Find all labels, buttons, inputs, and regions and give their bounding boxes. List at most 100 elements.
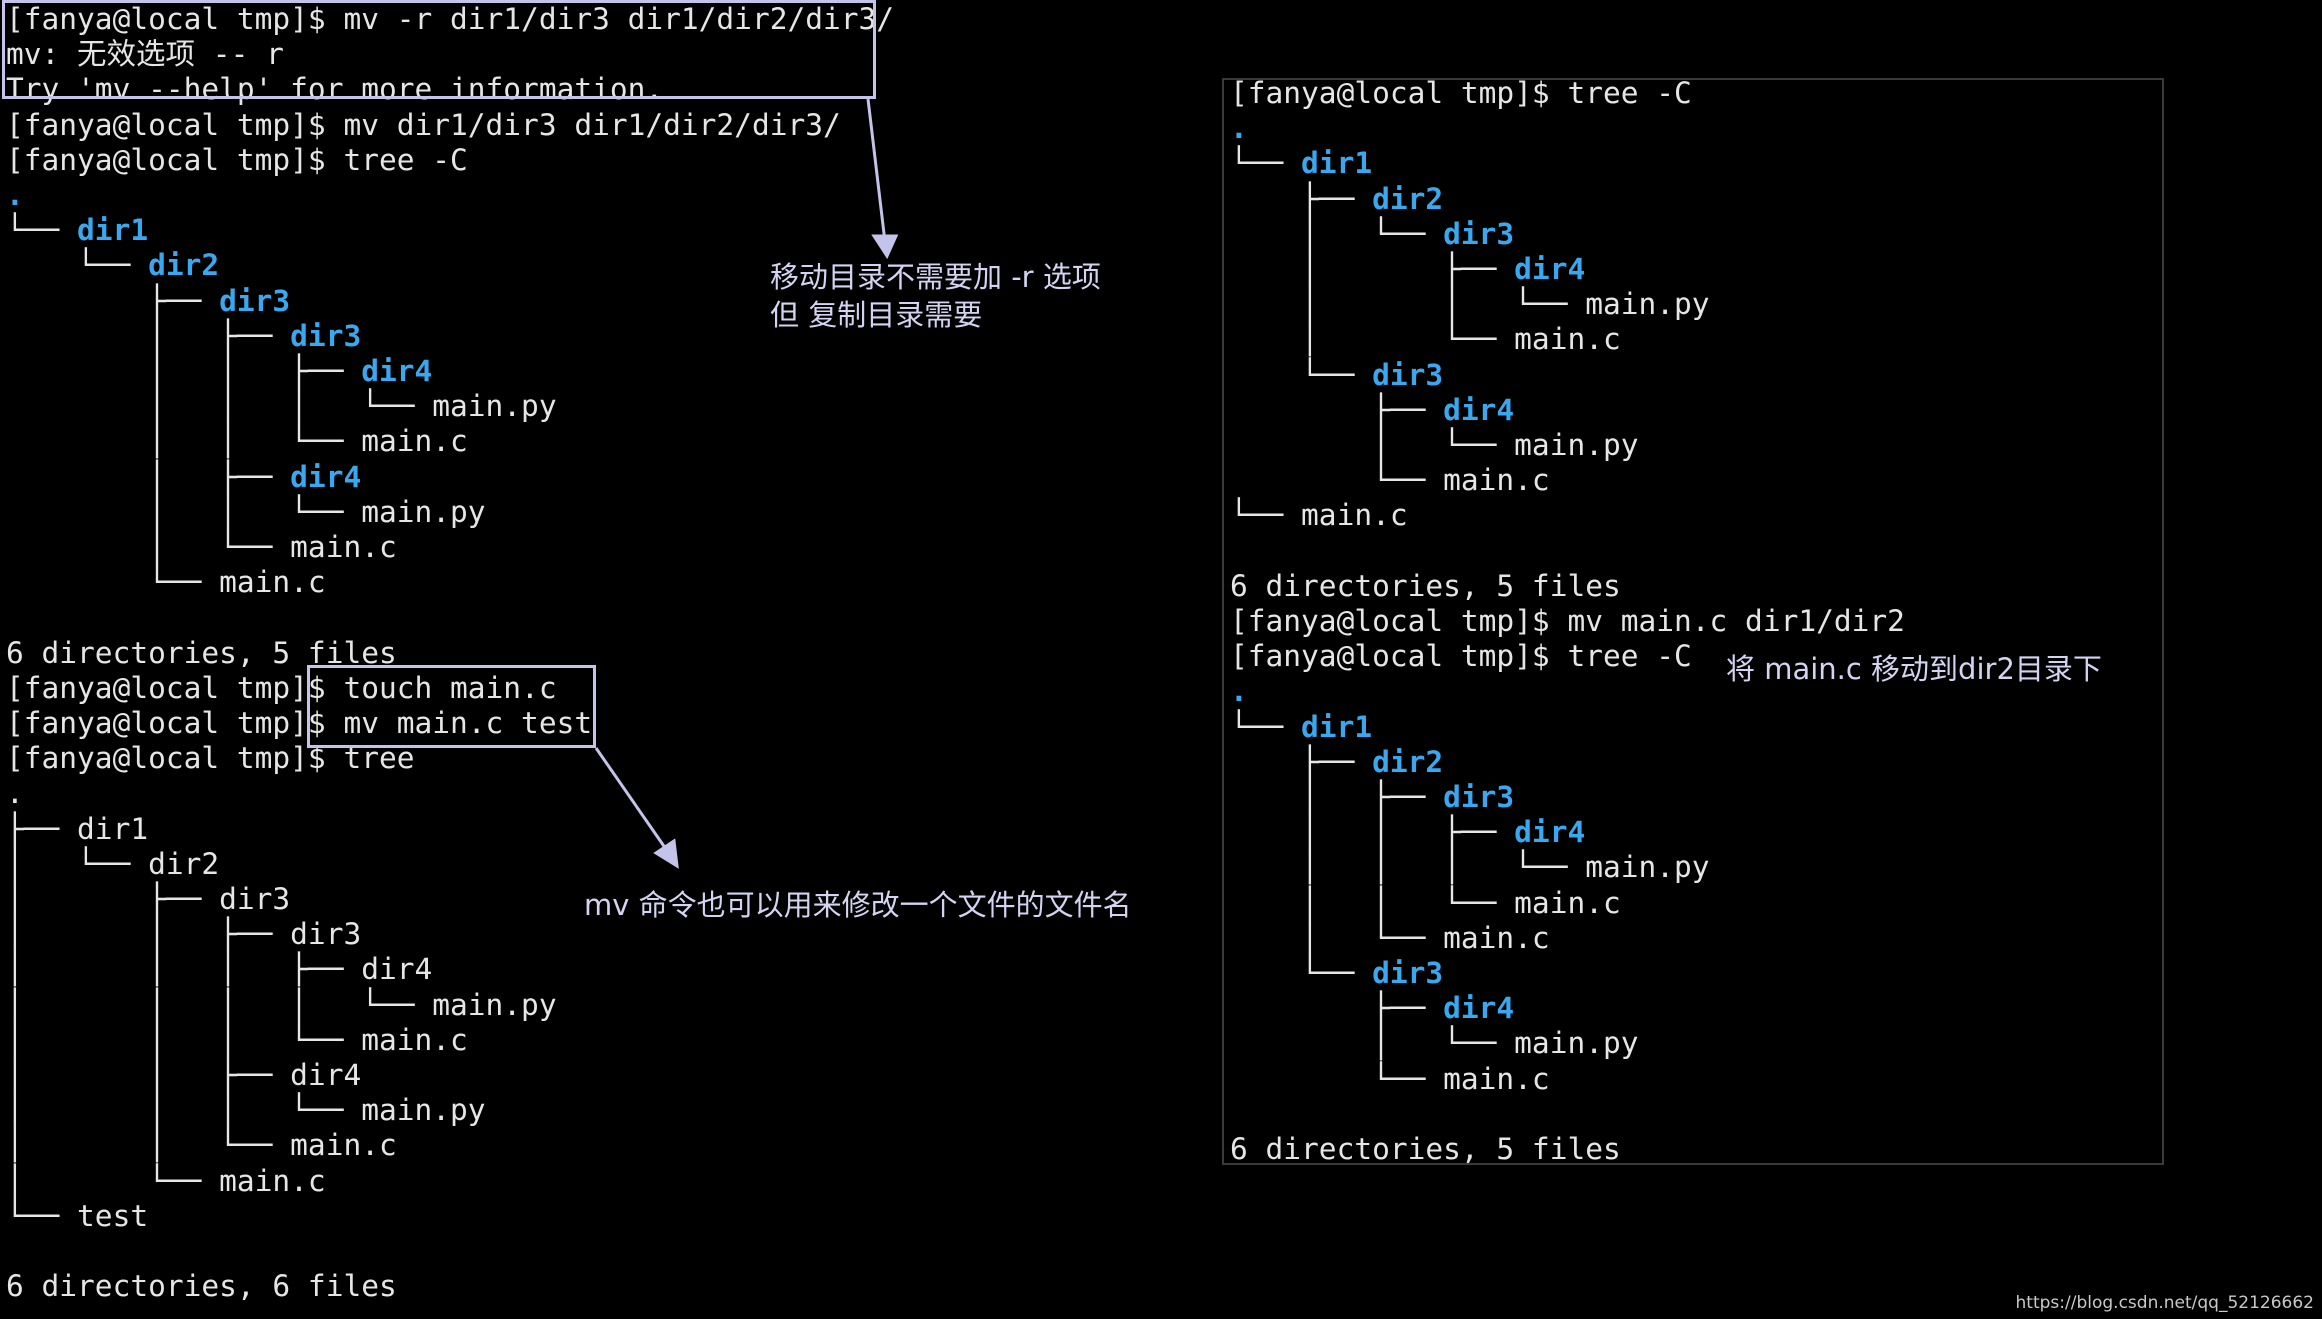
terminal-text: └── xyxy=(1230,709,1302,744)
terminal-text: │ │ └── main.c xyxy=(1230,885,1621,920)
terminal-text: Try 'mv --help' for more information. xyxy=(6,72,664,107)
terminal-text: │ ├── xyxy=(6,318,291,353)
terminal-text: │ │ ├── dir4 xyxy=(6,1058,362,1092)
terminal-text: │ │ └── main.c xyxy=(6,1128,397,1163)
terminal-text: │ └── main.c xyxy=(6,1163,326,1198)
directory-name: dir4 xyxy=(1514,252,1586,286)
terminal-text: │ └── dir2 xyxy=(6,846,220,881)
terminal-text: └── main.c xyxy=(1230,463,1550,498)
annotation-move-main-c: 将 main.c 移动到dir2目录下 xyxy=(1726,652,2102,686)
terminal-line: └── dir3 xyxy=(1230,358,1443,393)
terminal-text: [fanya@local tmp]$ touch main.c xyxy=(6,670,557,705)
terminal-line: └── main.c xyxy=(1230,1062,1550,1097)
directory-name: dir2 xyxy=(1372,744,1444,779)
terminal-text: [fanya@local tmp]$ tree -C xyxy=(1230,76,1692,110)
terminal-text: [fanya@local tmp]$ mv -r dir1/dir3 dir1/… xyxy=(6,2,895,36)
directory-name: dir1 xyxy=(77,213,149,248)
terminal-line: [fanya@local tmp]$ mv dir1/dir3 dir1/dir… xyxy=(6,108,841,143)
terminal-line: │ └── dir2 xyxy=(6,847,219,882)
annotation-move-no-r-line2: 但 复制目录需要 xyxy=(770,298,983,332)
terminal-line: └── main.c xyxy=(1230,463,1550,498)
directory-name: dir2 xyxy=(1372,181,1444,216)
terminal-line: . xyxy=(1230,674,1248,709)
terminal-text: │ │ ├── xyxy=(6,354,362,388)
directory-name: dir1 xyxy=(1301,709,1373,744)
annotation-rename: mv 命令也可以用来修改一个文件的文件名 xyxy=(584,888,1132,922)
directory-name: dir3 xyxy=(1443,780,1515,814)
terminal-line: └── dir2 xyxy=(6,248,219,283)
directory-name: dir1 xyxy=(1301,146,1373,181)
terminal-line: └── main.c xyxy=(1230,498,1408,533)
terminal-text: mv: 无效选项 -- r xyxy=(6,37,284,72)
terminal-line: 6 directories, 5 files xyxy=(1230,1132,1621,1167)
terminal-line: ├── dir2 xyxy=(1230,745,1443,780)
terminal-text: │ ├── xyxy=(6,459,291,494)
terminal-text: ├── xyxy=(1230,181,1373,216)
directory-name: dir4 xyxy=(290,459,362,494)
terminal-line: │ └── main.py xyxy=(1230,428,1639,463)
terminal-line: │ └── main.c xyxy=(6,1164,326,1199)
directory-name: dir4 xyxy=(1443,392,1515,427)
terminal-line: └── test xyxy=(6,1199,148,1234)
terminal-line: 6 directories, 5 files xyxy=(1230,569,1621,604)
directory-name: . xyxy=(6,178,24,212)
terminal-text: │ ├── dir3 xyxy=(6,882,291,916)
terminal-line: │ └── main.c xyxy=(6,530,397,565)
terminal-text: └── main.c xyxy=(1230,1061,1550,1096)
terminal-text: [fanya@local tmp]$ tree -C xyxy=(6,142,468,177)
terminal-line: │ │ └── main.py xyxy=(1230,287,1710,322)
terminal-line: [fanya@local tmp]$ touch main.c xyxy=(6,671,557,706)
terminal-text: │ └── main.py xyxy=(1230,428,1639,462)
terminal-text: [fanya@local tmp]$ mv main.c dir1/dir2 xyxy=(1230,604,1905,638)
terminal-text: │ │ │ └── main.py xyxy=(6,1093,486,1128)
terminal-line: ├── dir4 xyxy=(1230,991,1514,1026)
terminal-line: │ │ │ └── main.py xyxy=(6,389,557,424)
terminal-line: │ └── dir3 xyxy=(1230,217,1514,252)
terminal-line: [fanya@local tmp]$ mv main.c test xyxy=(6,706,592,741)
directory-name: dir4 xyxy=(361,354,433,388)
terminal-line: │ │ └── main.c xyxy=(6,1128,397,1163)
terminal-line: │ │ ├── dir3 xyxy=(6,917,361,952)
terminal-text: │ │ ├── dir3 xyxy=(6,917,362,952)
terminal-text: [fanya@local tmp]$ tree -C xyxy=(1230,639,1692,674)
terminal-text: │ │ │ └── main.py xyxy=(6,389,557,424)
terminal-text: 6 directories, 5 files xyxy=(1230,568,1621,603)
terminal-line: ├── dir2 xyxy=(1230,182,1443,217)
terminal-text: │ │ └── main.py xyxy=(1230,287,1710,322)
terminal-line: │ │ └── main.py xyxy=(6,495,485,530)
directory-name: dir2 xyxy=(148,248,220,283)
terminal-line: . xyxy=(6,776,24,811)
annotation-move-no-r-line1: 移动目录不需要加 -r 选项 xyxy=(770,260,1101,294)
terminal-line: └── dir1 xyxy=(1230,710,1372,745)
terminal-text: . xyxy=(6,776,24,811)
terminal-text: └── main.c xyxy=(6,565,326,600)
right-terminal-panel xyxy=(1222,78,2164,1165)
directory-name: dir3 xyxy=(1443,216,1515,251)
directory-name: dir3 xyxy=(290,318,362,353)
watermark: https://blog.csdn.net/qq_52126662 xyxy=(2015,1293,2314,1313)
terminal-text: 6 directories, 6 files xyxy=(6,1269,397,1304)
terminal-line: mv: 无效选项 -- r xyxy=(6,37,284,72)
terminal-line: [fanya@local tmp]$ tree -C xyxy=(1230,76,1692,111)
terminal-line: 6 directories, 6 files xyxy=(6,1269,397,1304)
directory-name: dir3 xyxy=(1372,956,1444,990)
terminal-line: [fanya@local tmp]$ mv -r dir1/dir3 dir1/… xyxy=(6,2,894,37)
directory-name: dir4 xyxy=(1514,815,1586,850)
terminal-text: │ │ │ │ └── main.py xyxy=(6,987,557,1022)
terminal-line: │ │ │ └── main.c xyxy=(6,1023,468,1058)
directory-name: . xyxy=(1230,674,1248,709)
terminal-line: │ ├── dir3 xyxy=(1230,780,1514,815)
terminal-text: [fanya@local tmp]$ mv main.c test xyxy=(6,706,593,740)
terminal-line: ├── dir4 xyxy=(1230,393,1514,428)
terminal-text: │ │ └── main.c xyxy=(6,424,468,459)
terminal-line: │ ├── dir4 xyxy=(1230,252,1585,287)
terminal-text: └── xyxy=(1230,146,1302,181)
terminal-text: ├── xyxy=(1230,991,1444,1026)
terminal-line: │ └── main.c xyxy=(1230,322,1621,357)
terminal-line: │ └── main.py xyxy=(1230,1026,1638,1061)
terminal-line: │ ├── dir4 xyxy=(6,460,361,495)
arrow-head-1 xyxy=(871,234,899,260)
terminal-text: └── xyxy=(6,248,149,283)
terminal-text: └── xyxy=(1230,956,1373,990)
